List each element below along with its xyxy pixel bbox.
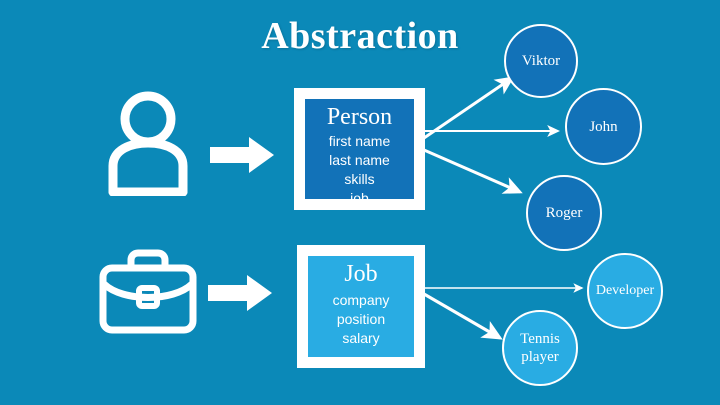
class-attribute: first name [328,133,391,149]
block-arrow-right-icon-person [210,137,274,173]
instance-circle-developer[interactable]: Developer [587,253,663,329]
class-box-job[interactable]: Job company position salary [297,245,425,368]
instance-circle-john[interactable]: John [565,88,642,165]
instance-circle-roger[interactable]: Roger [526,175,602,251]
briefcase-icon [95,248,201,336]
class-attribute: company [332,292,390,308]
arrow-job-to-tennis [423,292,503,340]
class-attribute: salary [342,330,380,346]
instance-circle-tennis-player[interactable]: Tennis player [502,310,578,386]
class-attribute: job [350,190,369,206]
page-title: Abstraction [261,15,459,57]
instance-circle-viktor[interactable]: Viktor [504,24,578,98]
block-arrow-right-icon-job [208,275,272,311]
class-attribute: skills [344,171,375,187]
arrow-person-to-viktor [423,76,515,140]
class-name-person: Person [326,104,393,130]
person-icon-glyph [108,91,188,197]
briefcase-icon-glyph [99,249,197,334]
class-box-person-inner: Person first name last name skills job [305,99,414,206]
class-box-person[interactable]: Person first name last name skills job [294,88,425,210]
class-name-job: Job [344,261,378,287]
class-attribute: position [336,311,386,327]
class-attribute: last name [329,152,390,168]
person-icon [100,88,196,197]
arrow-person-to-roger [423,148,523,194]
class-box-job-inner: Job company position salary [308,256,414,357]
